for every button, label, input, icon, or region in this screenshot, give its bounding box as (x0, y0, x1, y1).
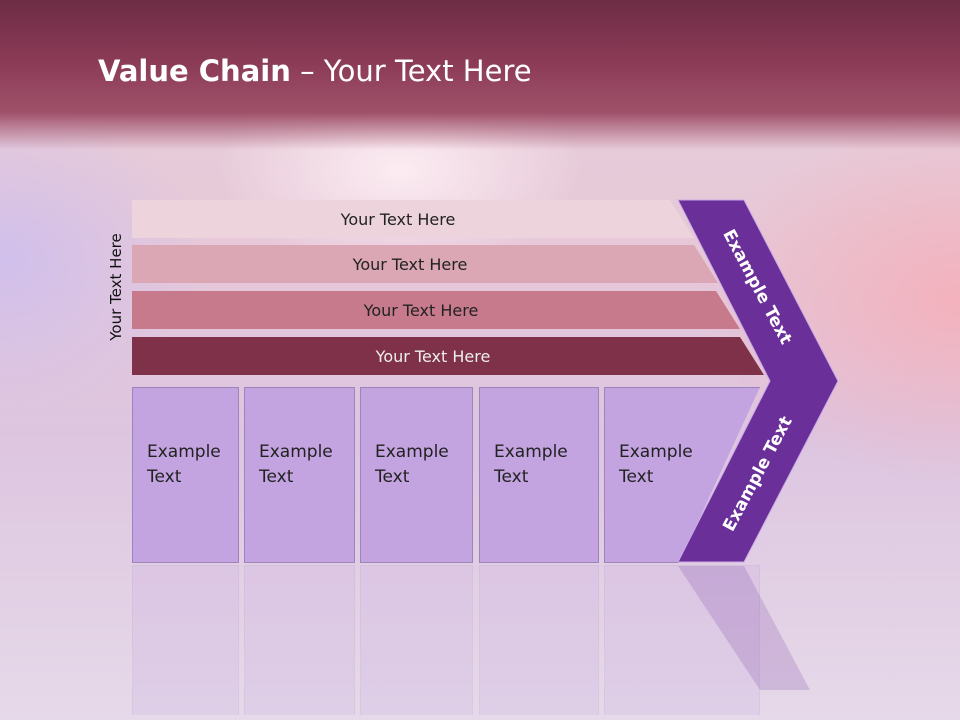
support-bar-1-label: Your Text Here (340, 209, 456, 229)
primary-box-3-line1: Example (375, 442, 449, 462)
primary-box-4-line1: Example (494, 442, 568, 462)
primary-box-2: Example Text (244, 387, 355, 563)
primary-box-5-line2: Text (619, 467, 654, 487)
primary-box-3-line2: Text (375, 467, 410, 487)
support-bar-3-label: Your Text Here (363, 300, 479, 320)
support-bar-3: Your Text Here (132, 291, 740, 329)
support-bar-4: Your Text Here (132, 337, 764, 375)
support-bar-1: Your Text Here (132, 200, 694, 238)
title-bold: Value Chain (98, 54, 291, 88)
slide-title: Value Chain – Your Text Here (98, 54, 532, 88)
primary-box-2-line2: Text (259, 467, 294, 487)
support-bar-4-label: Your Text Here (375, 346, 491, 366)
primary-box-1-line2: Text (147, 467, 182, 487)
primary-box-1-line1: Example (147, 442, 221, 462)
title-banner (0, 0, 960, 150)
title-rest: – Your Text Here (290, 54, 532, 88)
primary-box-1: Example Text (132, 387, 239, 563)
primary-box-4-line2: Text (494, 467, 529, 487)
chevron-shape (677, 199, 839, 563)
chevron-reflection (678, 566, 810, 690)
primary-box-3: Example Text (360, 387, 473, 563)
support-bar-2: Your Text Here (132, 245, 718, 283)
primary-box-2-line1: Example (259, 442, 333, 462)
support-bar-2-label: Your Text Here (352, 254, 468, 274)
primary-box-4: Example Text (479, 387, 599, 563)
primary-box-5-line1: Example (619, 442, 693, 462)
